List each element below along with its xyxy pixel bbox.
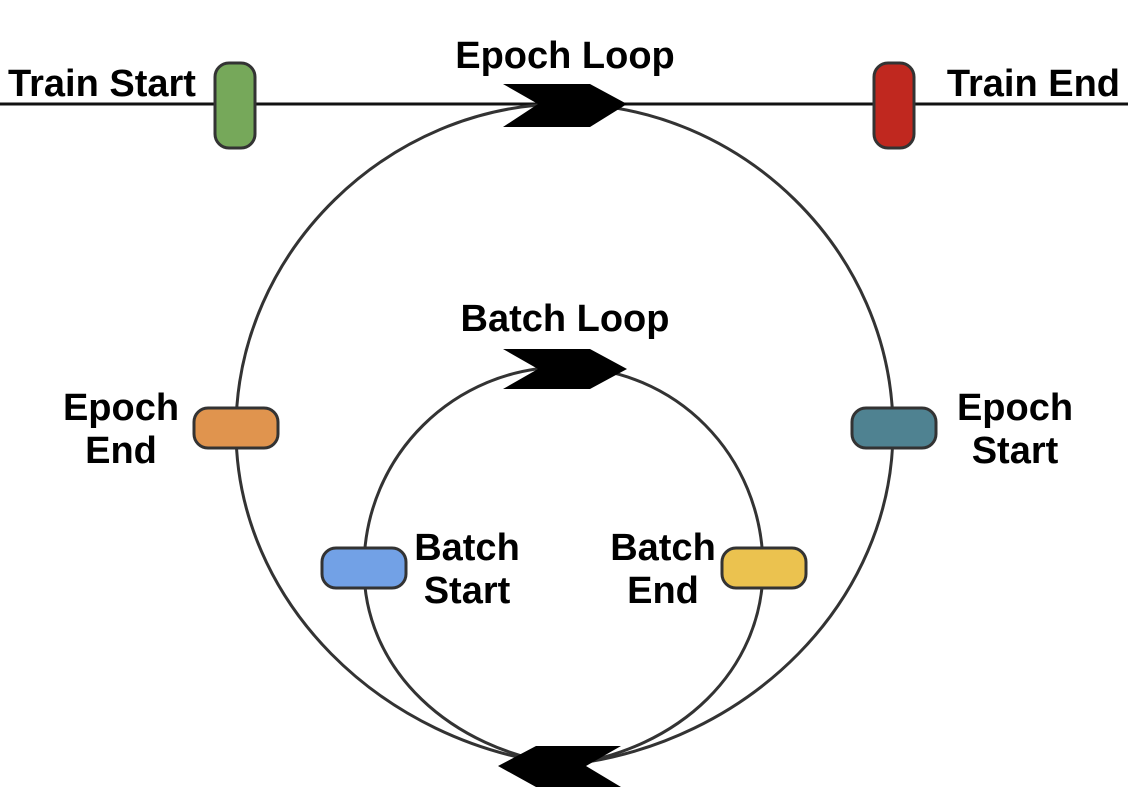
epoch-loop-arrow: [503, 84, 627, 127]
epoch-end-label-line1: Epoch: [63, 387, 179, 429]
batch-start-label-line1: Batch: [414, 527, 520, 569]
epoch-end-label-line2: End: [85, 430, 157, 472]
epoch-start-marker: [850, 406, 938, 450]
return-arrow: [498, 746, 621, 787]
batch-end-marker: [720, 546, 808, 590]
batch-end-label-line1: Batch: [610, 527, 716, 569]
epoch-start-label-line2: Start: [972, 430, 1059, 472]
batch-end-label-line2: End: [627, 570, 699, 612]
batch-start-marker: [320, 546, 408, 590]
batch-loop-label: Batch Loop: [461, 298, 670, 340]
train-start-marker: [213, 61, 257, 150]
batch-start-label-line2: Start: [424, 570, 511, 612]
epoch-start-label-line1: Epoch: [957, 387, 1073, 429]
train-end-label: Train End: [947, 63, 1120, 105]
train-start-label: Train Start: [8, 63, 196, 105]
batch-loop-arrow: [503, 349, 627, 389]
epoch-loop-circle: [234, 102, 895, 767]
epoch-end-marker: [192, 406, 280, 450]
train-end-marker: [872, 61, 916, 150]
epoch-loop-label: Epoch Loop: [455, 35, 675, 77]
